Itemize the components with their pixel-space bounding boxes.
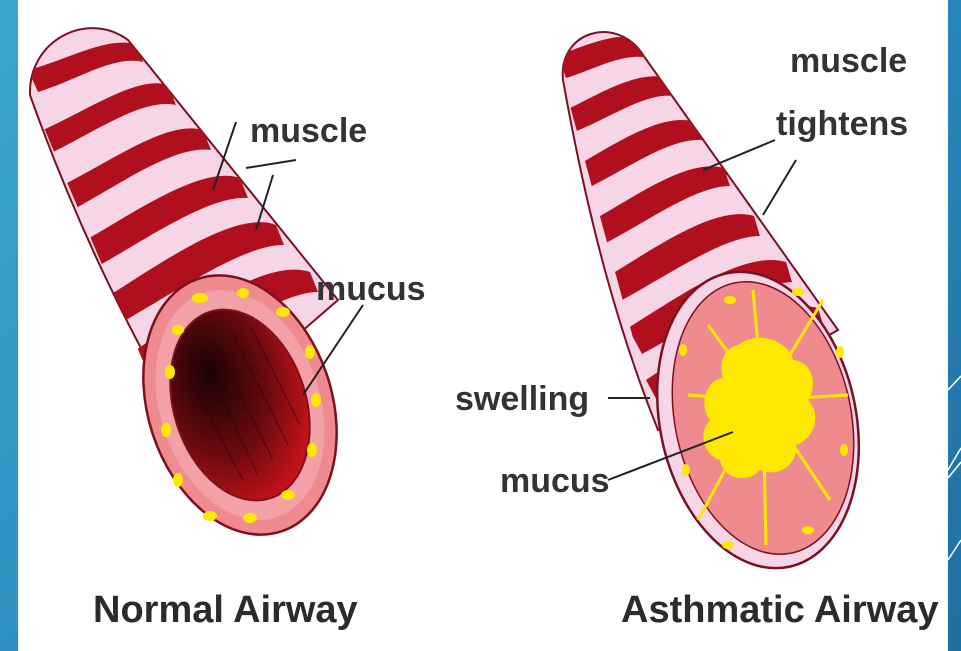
asthmatic-airway-illustration: muscle tightens swelling mucus Asthmatic… — [455, 32, 938, 631]
normal-airway-illustration: muscle mucus Normal Airway — [28, 28, 426, 631]
title-normal-airway: Normal Airway — [93, 589, 358, 631]
label-asthmatic-muscle: muscle — [790, 42, 907, 80]
slide-panel: muscle mucus Normal Airway — [18, 0, 948, 651]
airway-diagram: muscle mucus Normal Airway — [18, 0, 948, 651]
label-normal-muscle: muscle — [250, 112, 367, 150]
label-asthmatic-mucus: mucus — [500, 462, 610, 500]
title-asthmatic-airway: Asthmatic Airway — [621, 589, 938, 631]
label-asthmatic-tightens: tightens — [776, 105, 908, 143]
label-asthmatic-swelling: swelling — [455, 380, 589, 418]
label-normal-mucus: mucus — [316, 270, 426, 308]
